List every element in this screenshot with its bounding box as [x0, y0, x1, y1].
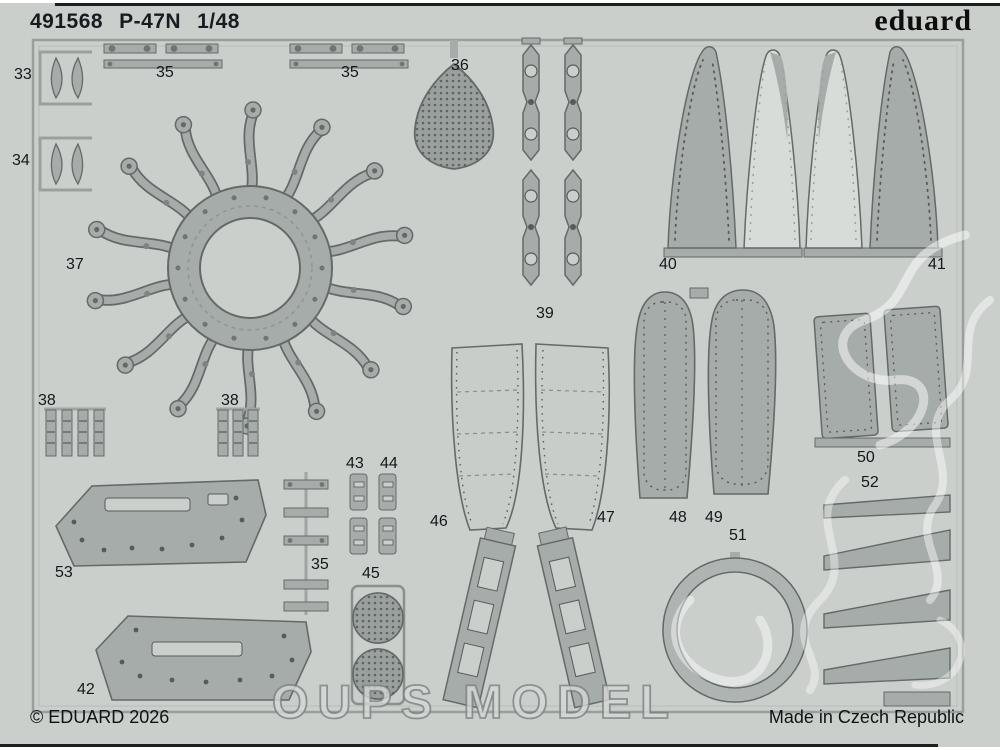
part-47-panel — [534, 343, 611, 531]
part-label-34: 34 — [12, 152, 30, 169]
part-35-group-a — [103, 43, 223, 69]
part-33 — [38, 50, 92, 106]
part-label-46: 46 — [430, 513, 448, 530]
part-41 — [803, 45, 943, 258]
part-46-panel — [450, 343, 525, 531]
brand-logo: eduard — [874, 4, 972, 37]
watermark-text: OUPS MODEL — [271, 674, 678, 729]
part-35-group-b — [289, 43, 409, 69]
part-38-group-b — [216, 407, 260, 457]
part-39 — [521, 37, 583, 286]
part-label-50: 50 — [857, 449, 875, 466]
part-label-38-a: 38 — [38, 392, 56, 409]
part-label-35-b: 35 — [341, 64, 359, 81]
part-label-41: 41 — [928, 256, 946, 273]
sheet-bottom-edge — [0, 744, 938, 747]
product-name: P-47N — [119, 10, 182, 33]
part-40 — [663, 45, 803, 258]
part-label-39: 39 — [536, 305, 554, 322]
part-38-group-a — [44, 407, 106, 457]
part-label-36: 36 — [451, 57, 469, 74]
part-label-52: 52 — [861, 474, 879, 491]
part-34 — [38, 136, 92, 192]
product-code: 491568 — [30, 10, 104, 33]
part-43-44 — [349, 473, 397, 555]
part-label-53: 53 — [55, 564, 73, 581]
product-title: 491568 P-47N 1/48 — [30, 10, 256, 34]
part-49 — [689, 287, 777, 495]
sheet-top-edge — [55, 3, 1000, 6]
part-48 — [633, 291, 696, 499]
fret-frame — [31, 38, 965, 714]
part-label-35-a: 35 — [156, 64, 174, 81]
part-label-47: 47 — [597, 509, 615, 526]
page-margin-top — [0, 0, 1000, 3]
part-45 — [350, 584, 406, 706]
part-label-35-c: 35 — [311, 556, 329, 573]
product-scale: 1/48 — [197, 10, 240, 33]
part-label-43: 43 — [346, 455, 364, 472]
part-label-42: 42 — [77, 681, 95, 698]
part-label-44: 44 — [380, 455, 398, 472]
part-label-49: 49 — [705, 509, 723, 526]
part-51 — [662, 552, 808, 703]
part-label-51: 51 — [729, 527, 747, 544]
part-47-strap — [536, 526, 611, 709]
page-margin-bottom — [0, 747, 1000, 750]
part-label-38-b: 38 — [221, 392, 239, 409]
copyright-text: © EDUARD 2026 — [30, 707, 170, 727]
part-label-45: 45 — [362, 565, 380, 582]
part-35-group-c — [283, 472, 329, 615]
part-37 — [86, 102, 414, 434]
part-label-40: 40 — [659, 256, 677, 273]
part-36 — [413, 40, 495, 170]
made-in-text: Made in Czech Republic — [768, 707, 964, 727]
dragon-watermark — [671, 230, 994, 694]
part-label-37: 37 — [66, 256, 84, 273]
part-53 — [55, 479, 267, 567]
part-label-48: 48 — [669, 509, 687, 526]
part-50 — [813, 305, 951, 448]
part-42 — [95, 615, 312, 701]
part-label-33: 33 — [14, 66, 32, 83]
part-52 — [823, 494, 951, 707]
part-46-strap — [442, 526, 517, 709]
